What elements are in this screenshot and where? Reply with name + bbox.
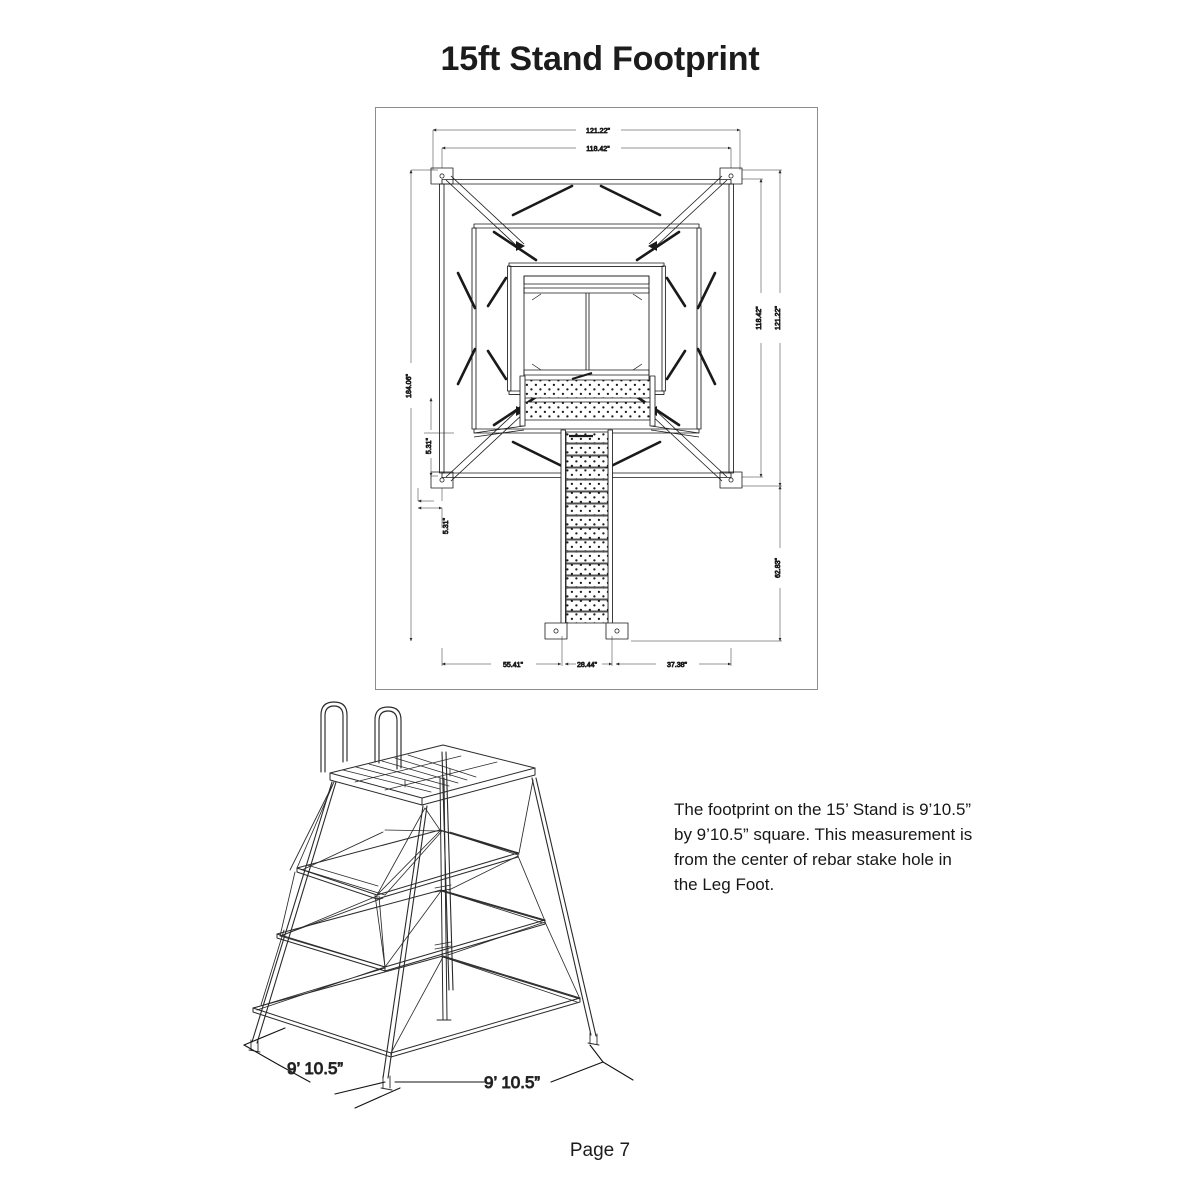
center-mast	[434, 777, 452, 1021]
page-title: 15ft Stand Footprint	[440, 40, 760, 78]
dim-bottom-left: 55.41"	[503, 662, 524, 669]
dim-bottom-center: 28.44"	[577, 662, 598, 669]
dim-top-inner: 118.42"	[586, 146, 610, 153]
iso-dim-left: 9’ 10.5”	[287, 1059, 343, 1078]
footprint-caption: The footprint on the 15’ Stand is 9’10.5…	[674, 800, 973, 894]
iso-dim-right: 9’ 10.5”	[484, 1073, 540, 1092]
dim-bottom-offset: 5.31"	[443, 517, 450, 534]
dimension-labels: 121.22" 118.42" 118.42" 121.22" 62.83" 1…	[406, 128, 783, 670]
dimension-lines	[409, 128, 782, 666]
horizontal-rings	[252, 829, 581, 1058]
dim-right-outer: 121.22"	[775, 306, 782, 330]
top-view-svg: 121.22" 118.42" 118.42" 121.22" 62.83" 1…	[406, 128, 783, 670]
dim-left-overall: 184.06"	[406, 374, 413, 398]
dim-right-inner: 118.42"	[756, 306, 763, 330]
dim-bottom-right: 37.38"	[667, 662, 688, 669]
dim-left-offset: 5.31"	[426, 437, 433, 454]
stair-foot-right	[605, 622, 629, 640]
staircase	[544, 429, 629, 640]
tower-legs	[251, 751, 597, 1079]
lower-deck-edges	[473, 425, 700, 438]
dim-right-lower: 62.83"	[775, 557, 782, 578]
stand-isometric-svg: 9’ 10.5” 9’ 10.5”	[243, 701, 634, 1109]
page-number: Page 7	[569, 1140, 631, 1161]
handrails	[320, 701, 402, 773]
knee-braces	[456, 184, 717, 473]
mast-braces	[376, 807, 581, 1054]
iso-dimension-lines	[243, 1027, 634, 1109]
platform-box	[523, 275, 650, 397]
stair-foot-left	[544, 622, 568, 640]
dim-top-outer: 121.22"	[586, 128, 610, 135]
top-view-drawing-frame: 121.22" 118.42" 118.42" 121.22" 62.83" 1…	[375, 107, 818, 690]
landing-treads	[519, 371, 656, 427]
mid-rails	[471, 223, 702, 434]
top-platform-deck	[329, 744, 536, 806]
iso-view-container: 9’ 10.5” 9’ 10.5”	[235, 690, 655, 1110]
cross-braces	[253, 779, 581, 1011]
